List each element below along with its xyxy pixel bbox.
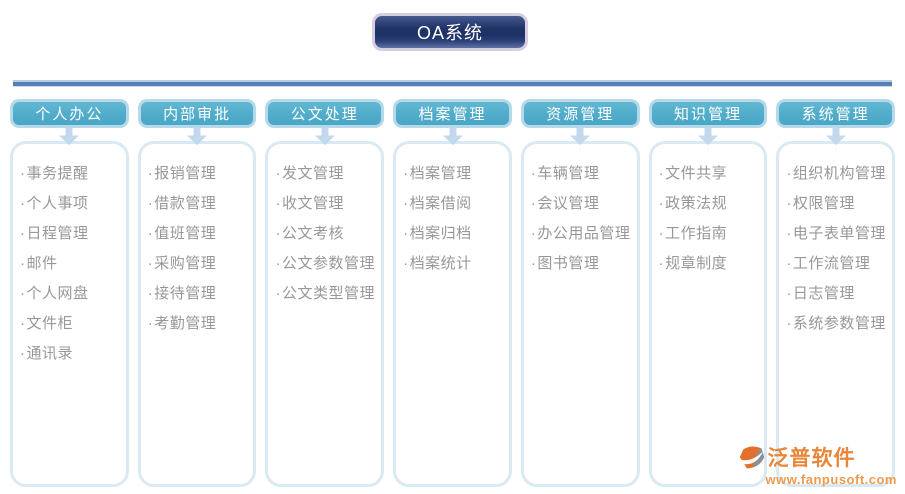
menu-item: 档案管理: [403, 159, 505, 189]
column-panel: 组织机构管理权限管理电子表单管理工作流管理日志管理系统参数管理: [776, 141, 896, 487]
column: 内部审批 报销管理借款管理值班管理采购管理接待管理考勤管理: [137, 99, 257, 487]
arrow-down-icon: [567, 128, 593, 145]
menu-item: 档案借阅: [403, 189, 505, 219]
menu-item: 图书管理: [531, 249, 633, 279]
menu-item: 会议管理: [531, 189, 633, 219]
menu-item: 个人事项: [20, 189, 122, 219]
menu-item: 规章制度: [659, 249, 761, 279]
columns-row: 个人办公 事务提醒个人事项日程管理邮件个人网盘文件柜通讯录 内部审批 报销管理借…: [10, 99, 896, 487]
arrow-down-icon: [184, 128, 210, 145]
diagram-title-box: OA系统: [372, 13, 528, 51]
menu-item-list: 发文管理收文管理公文考核公文参数管理公文类型管理: [275, 159, 377, 309]
column: 档案管理 档案管理档案借阅档案归档档案统计: [393, 99, 512, 487]
menu-item: 档案统计: [403, 249, 505, 279]
menu-item: 电子表单管理: [786, 219, 888, 249]
column: 系统管理 组织机构管理权限管理电子表单管理工作流管理日志管理系统参数管理: [776, 99, 896, 487]
column: 公文处理 发文管理收文管理公文考核公文参数管理公文类型管理: [265, 99, 385, 487]
column-header-label: 档案管理: [418, 106, 487, 123]
menu-item: 报销管理: [148, 159, 250, 189]
column-header-label: 系统管理: [801, 106, 870, 123]
menu-item: 车辆管理: [531, 159, 633, 189]
menu-item: 采购管理: [148, 249, 250, 279]
menu-item-list: 文件共享政策法规工作指南规章制度: [659, 159, 761, 279]
menu-item: 权限管理: [786, 189, 888, 219]
menu-item-list: 报销管理借款管理值班管理采购管理接待管理考勤管理: [148, 159, 250, 339]
menu-item: 办公用品管理: [531, 219, 633, 249]
column: 知识管理 文件共享政策法规工作指南规章制度: [648, 99, 768, 487]
column-header: 知识管理: [648, 99, 768, 128]
menu-item: 借款管理: [148, 189, 250, 219]
arrow-down-icon: [56, 128, 82, 145]
column-header: 系统管理: [776, 99, 896, 128]
column-panel: 报销管理借款管理值班管理采购管理接待管理考勤管理: [137, 141, 257, 487]
column-header: 内部审批: [137, 99, 257, 128]
menu-item: 工作指南: [659, 219, 761, 249]
column-header-label: 资源管理: [546, 106, 615, 123]
column-header: 个人办公: [10, 99, 129, 128]
arrow-down-icon: [823, 128, 849, 145]
menu-item: 日志管理: [786, 279, 888, 309]
horizontal-divider: [13, 80, 892, 87]
menu-item: 收文管理: [275, 189, 377, 219]
arrow-down-icon: [440, 128, 466, 145]
menu-item: 接待管理: [148, 279, 250, 309]
menu-item: 通讯录: [20, 339, 122, 369]
menu-item: 系统参数管理: [786, 309, 888, 339]
column-header: 资源管理: [520, 99, 640, 128]
arrow-down-icon: [695, 128, 721, 145]
column-header-label: 知识管理: [673, 106, 742, 123]
column-header-label: 公文处理: [290, 106, 359, 123]
column-panel: 文件共享政策法规工作指南规章制度: [648, 141, 768, 487]
menu-item: 档案归档: [403, 219, 505, 249]
menu-item-list: 车辆管理会议管理办公用品管理图书管理: [531, 159, 633, 279]
menu-item-list: 事务提醒个人事项日程管理邮件个人网盘文件柜通讯录: [20, 159, 122, 369]
column-panel: 车辆管理会议管理办公用品管理图书管理: [520, 141, 640, 487]
page-title: OA系统: [416, 23, 483, 43]
menu-item: 考勤管理: [148, 309, 250, 339]
menu-item: 公文参数管理: [275, 249, 377, 279]
menu-item: 政策法规: [659, 189, 761, 219]
arrow-down-icon: [312, 128, 338, 145]
column-header-label: 内部审批: [163, 106, 232, 123]
menu-item-list: 档案管理档案借阅档案归档档案统计: [403, 159, 505, 279]
column: 资源管理 车辆管理会议管理办公用品管理图书管理: [520, 99, 640, 487]
menu-item: 文件柜: [20, 309, 122, 339]
menu-item: 公文考核: [275, 219, 377, 249]
brand-name: 泛普软件: [767, 446, 856, 470]
menu-item: 日程管理: [20, 219, 122, 249]
column-panel: 事务提醒个人事项日程管理邮件个人网盘文件柜通讯录: [10, 141, 129, 487]
brand-logo-icon: [739, 445, 765, 471]
menu-item: 文件共享: [659, 159, 761, 189]
watermark: 泛普软件 www.fanpusoft.com: [739, 445, 897, 486]
menu-item: 组织机构管理: [786, 159, 888, 189]
column-panel: 档案管理档案借阅档案归档档案统计: [393, 141, 512, 487]
column: 个人办公 事务提醒个人事项日程管理邮件个人网盘文件柜通讯录: [10, 99, 129, 487]
menu-item: 工作流管理: [786, 249, 888, 279]
brand-url: www.fanpusoft.com: [765, 472, 897, 487]
menu-item: 个人网盘: [20, 279, 122, 309]
menu-item: 发文管理: [275, 159, 377, 189]
menu-item: 值班管理: [148, 219, 250, 249]
menu-item: 事务提醒: [20, 159, 122, 189]
column-header: 档案管理: [393, 99, 512, 128]
column-panel: 发文管理收文管理公文考核公文参数管理公文类型管理: [265, 141, 385, 487]
menu-item: 邮件: [20, 249, 122, 279]
menu-item: 公文类型管理: [275, 279, 377, 309]
menu-item-list: 组织机构管理权限管理电子表单管理工作流管理日志管理系统参数管理: [786, 159, 888, 339]
column-header-label: 个人办公: [35, 106, 104, 123]
column-header: 公文处理: [265, 99, 385, 128]
